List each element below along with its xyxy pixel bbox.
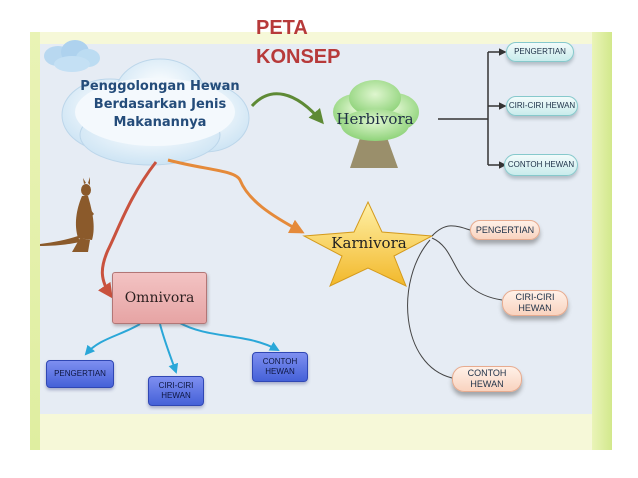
star-icon (302, 200, 434, 287)
herbivora-label: Herbivora (336, 110, 414, 128)
karnivora-child-contoh-hewan[interactable]: CONTOH HEWAN (452, 366, 522, 392)
karnivora-connector (407, 225, 503, 379)
karnivora-child-pengertian[interactable]: PENGERTIAN (470, 220, 540, 240)
page-title: PETA KONSEP (256, 14, 340, 72)
omnivora-child-contoh-hewan[interactable]: CONTOH HEWAN (252, 352, 308, 382)
omnivora-connector (84, 321, 280, 374)
cloud-icon (61, 58, 250, 166)
karnivora-label: Karnivora (331, 234, 407, 252)
small-cloud-icon (44, 40, 100, 72)
herbivora-connector (438, 48, 507, 169)
karnivora-child-ciri-ciri-hewan[interactable]: CIRI-CIRI HEWAN (502, 290, 568, 316)
herbivora-child-contoh-hewan[interactable]: CONTOH HEWAN (504, 154, 578, 176)
root-label: Penggolongan Hewan Berdasarkan Jenis Mak… (80, 79, 240, 130)
decorative-stripe-right (592, 32, 612, 450)
arrow-to-herbivora (250, 92, 324, 125)
kangaroo-icon (40, 177, 94, 252)
title-line-1: PETA (256, 17, 308, 39)
arrow-to-omnivora (98, 161, 158, 299)
omnivora-child-ciri-ciri-hewan[interactable]: CIRI-CIRI HEWAN (148, 376, 204, 406)
herbivora-child-pengertian[interactable]: PENGERTIAN (506, 42, 574, 62)
herbivora-child-ciri-ciri-hewan[interactable]: CIRI-CIRI HEWAN (506, 96, 578, 116)
title-line-2: KONSEP (256, 46, 341, 68)
tree-icon (333, 80, 419, 168)
omnivora-node[interactable]: Omnivora (112, 272, 207, 324)
omnivora-child-pengertian[interactable]: PENGERTIAN (46, 360, 114, 388)
decorative-stripe-left (30, 32, 40, 450)
arrow-to-karnivora (167, 158, 305, 234)
